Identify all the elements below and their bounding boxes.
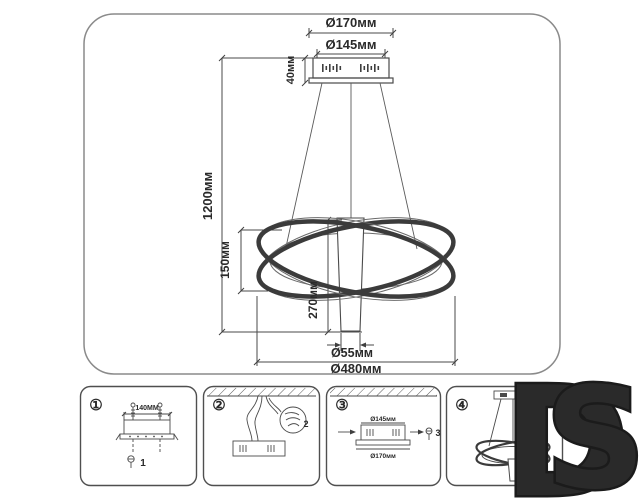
ceiling-hatch (207, 388, 316, 396)
logo-letter-d: D (503, 354, 629, 500)
step-panel-3: ③ Ø145мм Ø170мм 3 (325, 385, 442, 487)
logo-letter-s: S (545, 358, 643, 500)
main-drawing-frame (83, 13, 561, 375)
dimension-labels: Ø170мм Ø145мм 40мм 1200мм 150мм 270мм Ø5… (200, 15, 382, 376)
bracket-holes (129, 435, 163, 438)
label-150mm: 150мм (218, 241, 232, 279)
label-1200mm: 1200мм (200, 172, 215, 220)
screw-icon (127, 455, 135, 468)
label-dia480: Ø480мм (330, 361, 381, 376)
terminal-contacts (239, 445, 275, 452)
screw-icon-3 (425, 427, 433, 440)
dimension-lines (218, 28, 459, 366)
label-270mm: 270мм (306, 281, 320, 319)
step-4-number: ④ (455, 397, 468, 414)
label-40mm: 40мм (285, 56, 297, 85)
crossed-rings (256, 217, 456, 301)
label-dia145: Ø145мм (325, 37, 376, 52)
step-3-dia-bottom: Ø170мм (370, 453, 396, 460)
canopy-vent-slots (322, 64, 380, 72)
label-dia170: Ø170мм (325, 15, 376, 30)
mounting-screws (130, 402, 163, 452)
ds-logo: D S (501, 352, 643, 500)
step-1-screw-label: 1 (140, 458, 146, 469)
canopy-slots-3 (366, 429, 400, 436)
step-2-detail-label: 2 (303, 419, 308, 429)
step-3-number: ③ (335, 397, 348, 414)
central-cone (336, 217, 365, 332)
mini-lamp (475, 390, 551, 482)
wires (246, 395, 282, 442)
step-2-number: ② (212, 397, 225, 414)
step-panel-1: ① 140MM 1 (79, 385, 198, 487)
step-panel-4: ④ (445, 385, 564, 487)
magnifier-detail (279, 406, 307, 434)
step-3-screw-label: 3 (435, 428, 440, 438)
step-panel-2: ② 2 (202, 385, 321, 487)
terminal-block (232, 440, 286, 457)
ceiling-hatch-3 (330, 388, 437, 396)
dimension-ticks (218, 29, 459, 366)
step-1-width-label: 140MM (135, 405, 159, 412)
step-3-dia-top: Ø145мм (370, 416, 396, 423)
push-arrows (338, 429, 424, 435)
step-1-number: ① (89, 397, 102, 414)
label-dia55: Ø55мм (331, 346, 373, 360)
